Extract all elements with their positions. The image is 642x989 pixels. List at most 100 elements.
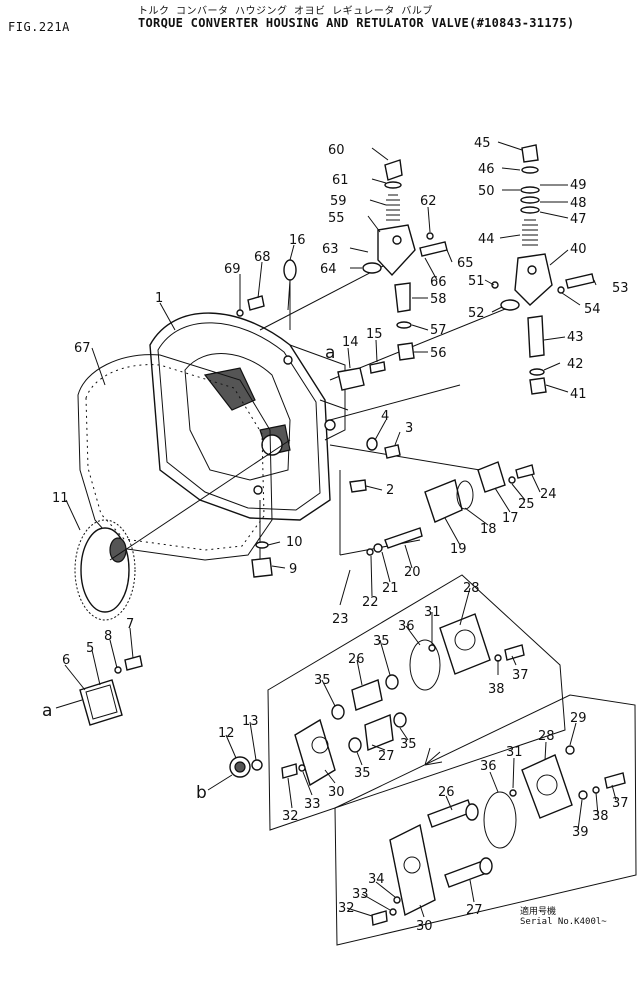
- callout-49: 49: [570, 178, 587, 193]
- callout-26: 26: [348, 652, 365, 667]
- callout-1: 1: [155, 291, 163, 306]
- callout-33: 33: [352, 887, 369, 902]
- callout-56: 56: [430, 346, 447, 361]
- callout-6: 6: [62, 653, 70, 668]
- callout-43: 43: [567, 330, 584, 345]
- callout-69: 69: [224, 262, 241, 277]
- drive-gear: [74, 519, 136, 621]
- regulator-valve-right: [491, 144, 595, 395]
- callout-8: 8: [104, 629, 112, 644]
- callout-5: 5: [86, 641, 94, 656]
- callout-37: 37: [512, 668, 529, 683]
- callout-27: 27: [378, 749, 395, 764]
- callout-41: 41: [570, 387, 587, 402]
- callout-58: 58: [430, 292, 447, 307]
- callout-52: 52: [468, 306, 485, 321]
- callout-36: 36: [480, 759, 497, 774]
- callout-32: 32: [282, 809, 299, 824]
- title-japanese: トルク コンバータ ハウジング オヨビ レギュレータ バルブ: [138, 6, 433, 17]
- callout-57: 57: [430, 323, 447, 338]
- callout-11: 11: [52, 491, 69, 506]
- callout-9: 9: [289, 562, 297, 577]
- callout-53: 53: [612, 281, 629, 296]
- callout-24: 24: [540, 487, 557, 502]
- serial-label-jp: 適用号機: [520, 907, 557, 917]
- pump-box-lower: [334, 694, 637, 946]
- callout-54: 54: [584, 302, 601, 317]
- callout-50: 50: [478, 184, 495, 199]
- callout-40: 40: [570, 242, 587, 257]
- callout-67: 67: [74, 341, 91, 356]
- callout-2: 2: [386, 483, 394, 498]
- callout-18: 18: [480, 522, 497, 537]
- callout-62: 62: [420, 194, 437, 209]
- regulator-valve-left: [362, 159, 448, 361]
- callout-65: 65: [457, 256, 474, 271]
- callout-34: 34: [368, 872, 385, 887]
- callout-35: 35: [373, 634, 390, 649]
- callout-35: 35: [354, 766, 371, 781]
- diagram-title: TORQUE CONVERTER HOUSING AND RETULATOR V…: [138, 16, 575, 30]
- callout-36: 36: [398, 619, 415, 634]
- figure-id: FIG.221A: [8, 20, 70, 34]
- callout-16: 16: [289, 233, 306, 248]
- housing: [149, 312, 349, 521]
- callout-25: 25: [518, 497, 535, 512]
- callout-17: 17: [502, 511, 519, 526]
- leader-lines: [55, 141, 617, 918]
- callout-27: 27: [466, 903, 483, 918]
- gasket: [77, 354, 273, 561]
- callout-labels: 60 61 59 55 62 63 64 65 66 58 57 56 45 4…: [52, 136, 629, 934]
- callout-38: 38: [592, 809, 609, 824]
- callout-32: 32: [338, 901, 355, 916]
- callout-20: 20: [404, 565, 421, 580]
- callout-26: 26: [438, 785, 455, 800]
- callout-45: 45: [474, 136, 491, 151]
- callout-35: 35: [314, 673, 331, 688]
- callout-48: 48: [570, 196, 587, 211]
- callout-19: 19: [450, 542, 467, 557]
- callout-28: 28: [463, 581, 480, 596]
- callout-38: 38: [488, 682, 505, 697]
- callout-35: 35: [400, 737, 417, 752]
- callout-33: 33: [304, 797, 321, 812]
- callout-31: 31: [506, 745, 523, 760]
- callout-30: 30: [416, 919, 433, 934]
- callout-42: 42: [567, 357, 584, 372]
- callout-51: 51: [468, 274, 485, 289]
- callout-3: 3: [405, 421, 413, 436]
- callout-44: 44: [478, 232, 495, 247]
- callout-28: 28: [538, 729, 555, 744]
- callout-12: 12: [218, 726, 235, 741]
- callout-29: 29: [570, 711, 587, 726]
- callout-21: 21: [382, 581, 399, 596]
- ref-letter-a: a: [42, 701, 52, 721]
- callout-46: 46: [478, 162, 495, 177]
- callout-39: 39: [572, 825, 589, 840]
- callout-30: 30: [328, 785, 345, 800]
- callout-60: 60: [328, 143, 345, 158]
- callout-61: 61: [332, 173, 349, 188]
- serial-note: 適用号機 Serial No.K400l~: [520, 904, 607, 927]
- callout-68: 68: [254, 250, 271, 265]
- callout-47: 47: [570, 212, 587, 227]
- callout-13: 13: [242, 714, 259, 729]
- callout-7: 7: [126, 617, 134, 632]
- ref-letter-a: a: [325, 343, 335, 363]
- ref-letter-b: b: [196, 783, 207, 803]
- callout-22: 22: [362, 595, 379, 610]
- callout-4: 4: [381, 409, 389, 424]
- callout-15: 15: [366, 327, 383, 342]
- filter-assembly: [366, 461, 535, 556]
- callout-14: 14: [342, 335, 359, 350]
- callout-37: 37: [612, 796, 629, 811]
- serial-number: Serial No.K400l~: [520, 917, 607, 927]
- callout-55: 55: [328, 211, 345, 226]
- callout-63: 63: [322, 242, 339, 257]
- callout-10: 10: [286, 535, 303, 550]
- callout-23: 23: [332, 612, 349, 627]
- pump-box-upper: [267, 574, 566, 831]
- callout-64: 64: [320, 262, 337, 277]
- callout-66: 66: [430, 275, 447, 290]
